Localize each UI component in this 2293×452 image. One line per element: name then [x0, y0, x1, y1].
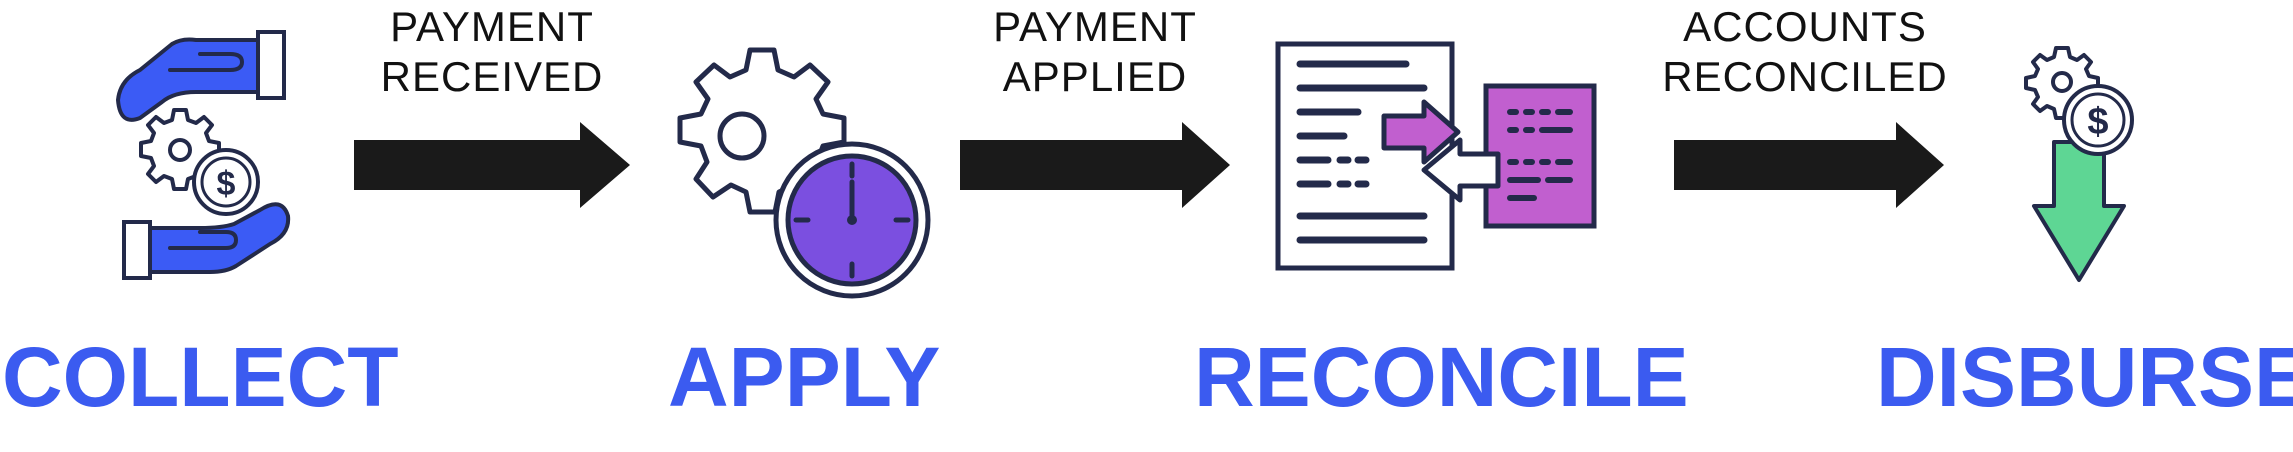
step-label-reconcile: RECONCILE [1194, 330, 1689, 424]
svg-text:$: $ [217, 165, 236, 203]
transition-label-payment-received: PAYMENT RECEIVED [380, 3, 604, 100]
flow-arrow-icon [1674, 122, 1944, 208]
documents-exchange-icon [1275, 41, 1597, 271]
svg-text:$: $ [2087, 101, 2108, 143]
flow-arrow-icon [354, 122, 630, 208]
flow-arrow-icon [960, 122, 1230, 208]
transition-label-accounts-reconciled: ACCOUNTS RECONCILED [1662, 3, 1948, 100]
step-label-collect: COLLECT [2, 330, 399, 424]
gear-clock-icon [677, 47, 931, 299]
gear-coin-down-arrow-icon: $ [2024, 46, 2134, 282]
transition-label-payment-applied: PAYMENT APPLIED [993, 3, 1197, 100]
step-label-disburse: DISBURSE [1876, 330, 2293, 424]
step-label-apply: APPLY [668, 330, 941, 424]
hands-coin-gear-icon: $ [116, 30, 291, 280]
